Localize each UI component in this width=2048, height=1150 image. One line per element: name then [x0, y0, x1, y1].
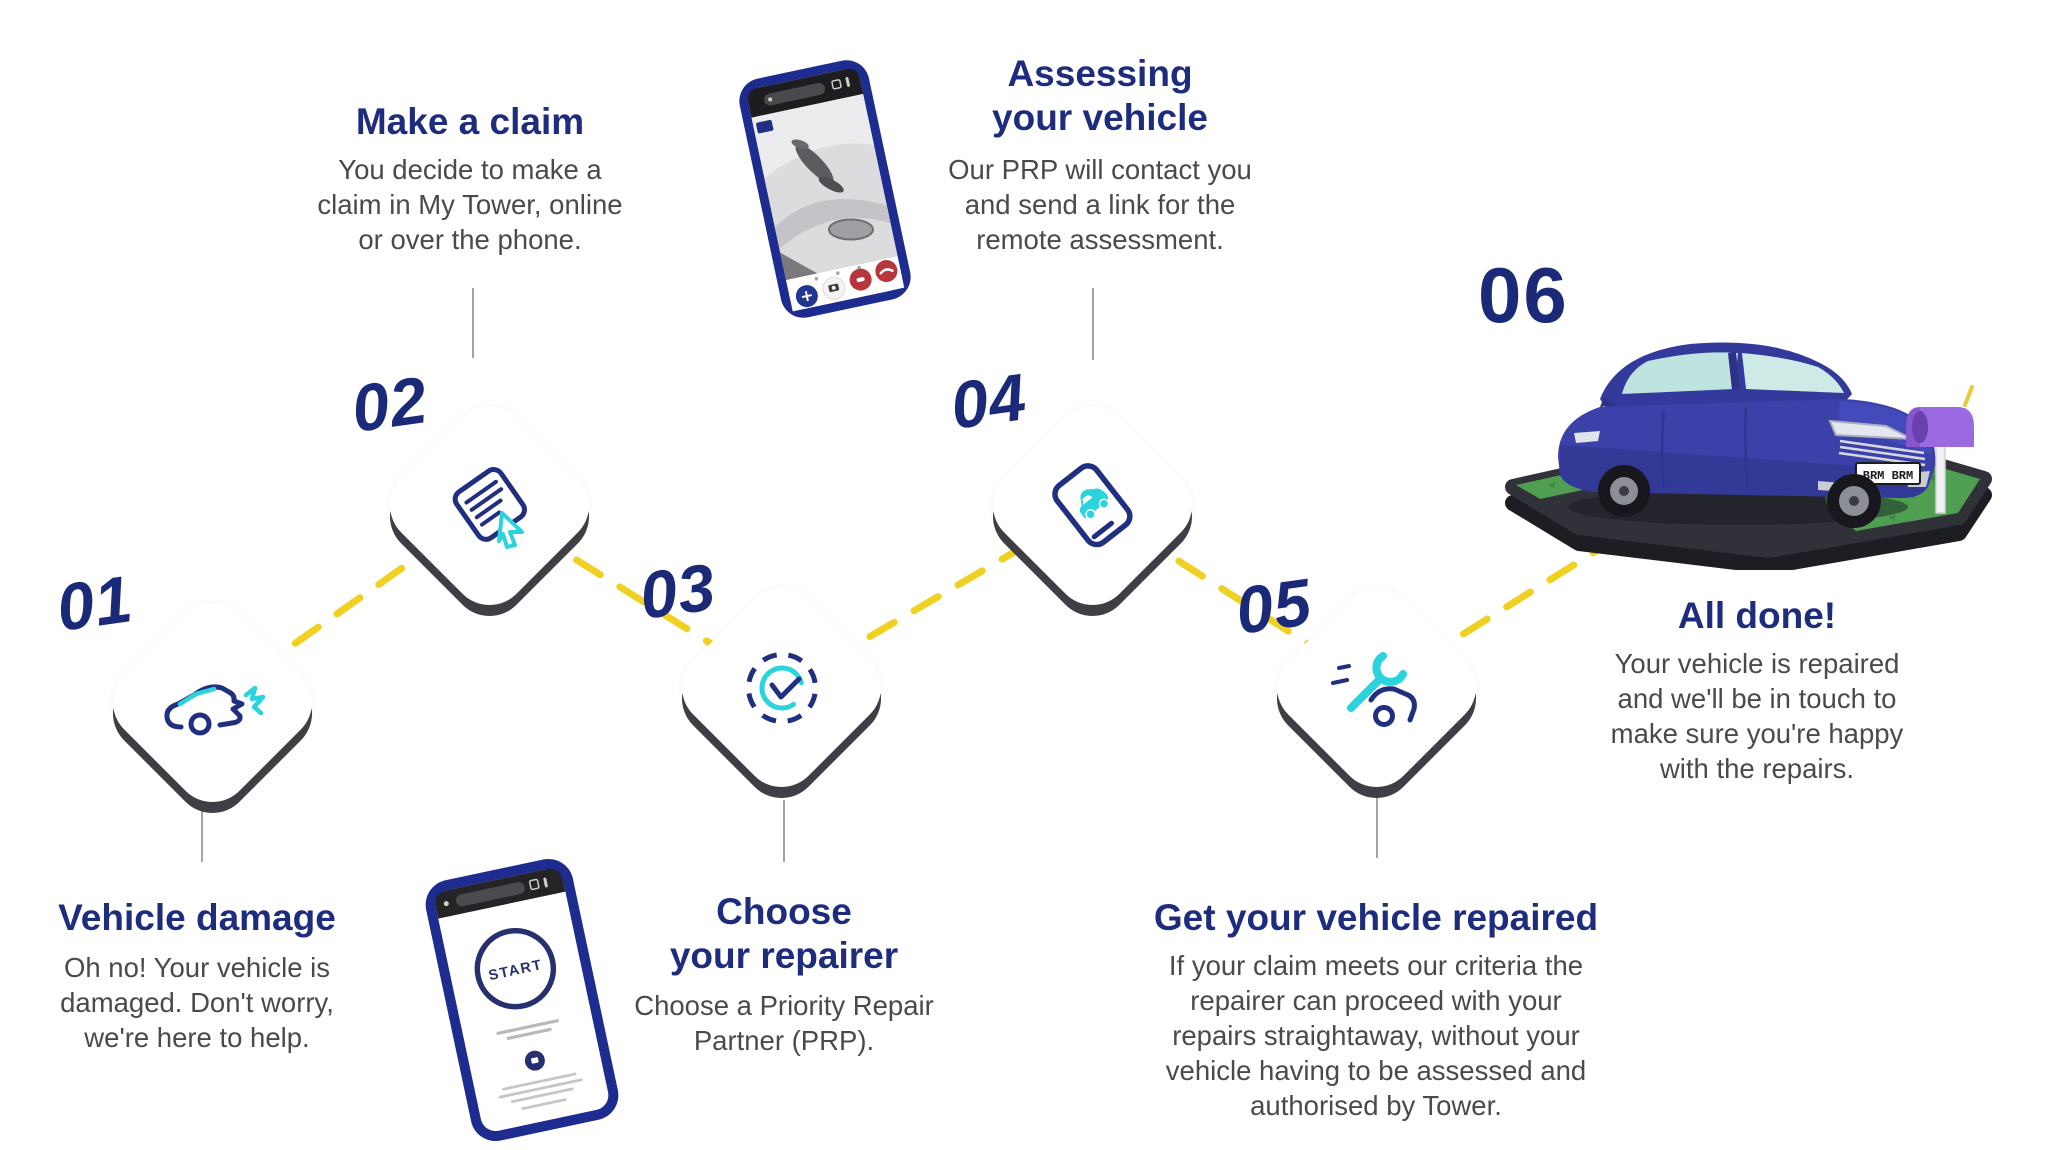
claim-document-icon — [452, 466, 527, 549]
wrench-car-icon — [1330, 651, 1417, 727]
connector-line-04 — [1092, 288, 1094, 360]
headlight — [827, 218, 874, 241]
step-04-tile — [977, 390, 1208, 632]
assessment-phone — [739, 60, 911, 318]
step-05-title: Get your vehicle repaired — [1153, 897, 1599, 938]
connector-line-02 — [472, 288, 474, 358]
license-plate: BRM BRM — [1855, 462, 1921, 485]
start-phone-mockup: START — [420, 853, 624, 1147]
repaired-car-illustration: BRM BRM — [1488, 295, 2013, 575]
step-01-description: Oh no! Your vehicle is damaged. Don't wo… — [60, 952, 334, 1053]
step-01-tile — [97, 587, 328, 829]
step-05-description: If your claim meets our criteria the rep… — [1165, 950, 1587, 1121]
step-03-description: Choose a Priority Repair Partner (PRP). — [634, 990, 934, 1056]
assessment-phone-mockup — [734, 55, 916, 323]
step-05-number: 05 — [1231, 564, 1317, 648]
step-03-title: Choose your repairer — [669, 891, 899, 976]
blue-car: BRM BRM — [1558, 342, 1936, 528]
mailbox — [1906, 385, 1974, 514]
crashed-car-icon — [163, 683, 265, 735]
gear-clock-icon — [745, 651, 818, 724]
screen-caption-lines — [496, 1019, 560, 1040]
connector-line-01 — [201, 800, 203, 862]
step-02-tile — [374, 390, 605, 632]
step-06-number: 06 — [1478, 251, 1569, 339]
mailbox-post — [1935, 444, 1946, 514]
mailbox-box — [1920, 407, 1974, 447]
car-shadow — [1568, 489, 1908, 525]
connector-line-05 — [1376, 796, 1378, 858]
car-scene: BRM BRM — [1505, 342, 1992, 574]
phone-car-icon — [1051, 462, 1133, 547]
start-phone: START — [425, 858, 619, 1142]
step-06-title: All done! — [1677, 595, 1837, 636]
mailbox-flag — [1963, 385, 1974, 407]
rear-wheel — [1598, 465, 1650, 517]
step-06-description: Your vehicle is repaired and we'll be in… — [1610, 648, 1904, 784]
step-03-tile — [666, 572, 897, 814]
damaged-car-photo — [751, 94, 898, 281]
step-01-number: 01 — [52, 561, 138, 645]
start-button — [474, 927, 557, 1010]
headlight-left — [1574, 431, 1600, 443]
step-01-title: Vehicle damage — [58, 897, 336, 938]
step-03-number: 03 — [635, 549, 721, 633]
step-04-title: Assessing your vehicle — [992, 53, 1208, 138]
front-wheel — [1827, 474, 1881, 528]
step-05-tile — [1261, 572, 1492, 814]
step-04-description: Our PRP will contact you and send a link… — [948, 154, 1252, 255]
connector-line-03 — [783, 800, 785, 862]
step-02-number: 02 — [347, 362, 433, 446]
end-call-button — [875, 260, 898, 283]
video-call-controls — [795, 260, 898, 308]
svg-text:BRM BRM: BRM BRM — [1863, 469, 1913, 483]
cursor-arrow-icon — [496, 510, 524, 549]
step-04-number: 04 — [946, 359, 1032, 443]
side-mirror — [1600, 397, 1616, 407]
step-02-title: Make a claim — [355, 101, 585, 142]
screen-terms-lines — [498, 1072, 583, 1110]
step-02-description: You decide to make a claim in My Tower, … — [317, 154, 623, 255]
